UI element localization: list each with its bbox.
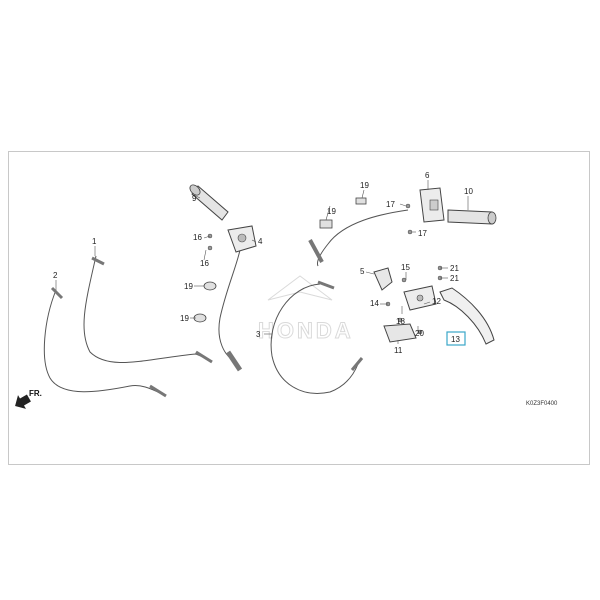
callout-12: 12 [432,297,441,306]
callout-11: 11 [394,346,403,355]
part-9-left-grip[interactable] [188,183,229,221]
honda-watermark: HONDA [258,275,354,344]
callout-6: 6 [425,171,430,180]
callout-14: 14 [370,299,379,308]
callout-3: 3 [256,330,261,339]
callout-16a: 16 [193,233,202,242]
watermark-text: HONDA [258,318,354,343]
part-11-holder[interactable] [383,323,417,343]
wing-logo-watermark [267,275,333,301]
part-5-clip[interactable] [373,267,393,291]
callout-2: 2 [53,271,58,280]
switch-harness-right[interactable] [308,209,409,267]
callout-18: 18 [396,317,405,326]
callout-17a: 17 [386,200,395,209]
callout-19b: 19 [327,207,336,216]
part-2-cable[interactable] [43,286,167,398]
highlighted-callout-13[interactable]: 13 [446,331,466,346]
part-12-lever-bracket[interactable] [403,285,437,311]
callout-20: 20 [415,329,424,338]
front-arrow-icon [15,394,31,409]
callout-21a: 21 [450,264,459,273]
callout-1: 1 [92,237,97,246]
callout-16b: 16 [200,259,209,268]
callout-4: 4 [258,237,263,246]
callout-19c: 19 [184,282,193,291]
callout-13: 13 [451,335,460,344]
drawing-code: K0Z3F0400 [526,401,558,407]
callout-15: 15 [401,263,410,272]
part-13-lever[interactable] [439,287,495,345]
part-4-left-switch[interactable] [227,225,257,253]
callout-19a: 19 [360,181,369,190]
part-6-right-switch[interactable] [419,187,445,223]
fr-label: FR. [29,389,42,398]
leader-lines [55,180,469,344]
callout-9: 9 [192,194,197,203]
diagram-frame [8,151,590,465]
part-10-throttle-grip[interactable] [447,209,497,225]
callout-5: 5 [360,267,365,276]
callout-10: 10 [464,187,473,196]
front-direction-indicator: FR. [15,389,42,409]
callout-19d: 19 [180,314,189,323]
callouts: 1 2 3 4 5 6 9 10 11 12 14 15 16 16 17 17… [53,171,473,355]
callout-21b: 21 [450,274,459,283]
part-1-clutch-cable[interactable] [83,255,213,364]
switch-harness-left[interactable] [218,249,243,372]
callout-17b: 17 [418,229,427,238]
highlight-box [446,331,466,346]
part-3-throttle-cable[interactable] [270,280,364,394]
